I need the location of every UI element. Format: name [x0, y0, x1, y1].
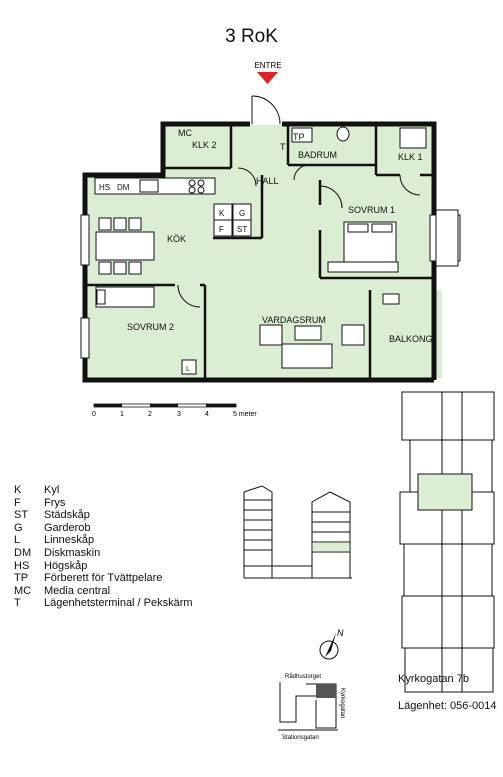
section-sketch: [243, 485, 352, 579]
scale-tick: 4: [205, 411, 209, 418]
label-sovrum2: SOVRUM 2: [127, 322, 174, 332]
label-hs: HS: [99, 183, 110, 192]
balcony-furniture: [382, 293, 400, 305]
label-tp: TP: [293, 132, 305, 142]
scale-tick: 3: [177, 411, 181, 418]
scale-tick: 1: [120, 411, 124, 418]
kitchen-counter: [94, 177, 216, 195]
apartment-number: Lägenhet: 056-0014: [398, 700, 497, 712]
label-f: F: [219, 225, 224, 234]
scale-tick: 5 meter: [233, 411, 257, 418]
entrance-label: ENTRE: [254, 61, 281, 70]
address: Kyrkogatan 7b: [398, 673, 469, 685]
sofa-group: [259, 324, 365, 369]
label-t: T: [280, 142, 286, 152]
label-l: L: [186, 366, 190, 373]
linen-cabinet: [181, 359, 197, 375]
windows: [80, 209, 461, 359]
label-sovrum1: SOVRUM 1: [348, 205, 395, 215]
street-top: Rådhustorget: [285, 673, 321, 680]
interior-walls: [85, 124, 434, 378]
scale-tick: 2: [148, 411, 152, 418]
room-labels: MC KLK 2 TP BADRUM T KLK 1 HALL HS DM KÖ…: [99, 128, 433, 373]
compass-icon: N: [319, 628, 344, 660]
street-bottom: Stationsgatan: [282, 735, 319, 741]
bed-sovrum-1: [327, 221, 399, 273]
scale-tick: 0: [92, 411, 96, 418]
label-klk1: KLK 1: [398, 152, 423, 162]
label-kok: KÖK: [167, 234, 186, 244]
label-klk2: KLK 2: [192, 140, 217, 150]
label-vardagsrum: VARDAGSRUM: [262, 315, 326, 325]
label-st: ST: [237, 225, 247, 234]
label-hall: HALL: [256, 176, 279, 186]
label-dm: DM: [117, 183, 130, 192]
scale-bar: [93, 403, 237, 408]
dining-table: [95, 217, 155, 275]
plan-title: 3 RoK: [225, 26, 278, 47]
label-mc: MC: [178, 128, 192, 138]
label-badrum: BADRUM: [298, 150, 337, 160]
label-g: G: [239, 209, 245, 218]
label-balkong: BALKONG: [389, 334, 433, 344]
section-highlight: [311, 541, 351, 553]
bathroom-fixtures: [291, 126, 427, 149]
scale-ticks: 0 1 2 3 4 5 meter: [92, 411, 257, 418]
street-right: Kyrkogatan: [339, 688, 345, 718]
label-k: K: [219, 209, 225, 218]
key-plan-highlight: [417, 473, 473, 511]
kitchen-cabinets: [213, 203, 252, 237]
compass-north: N: [337, 628, 344, 638]
doors: [177, 95, 421, 308]
site-map-highlight: [316, 684, 336, 698]
building-key-plan: [399, 391, 495, 693]
entrance-arrow-icon: [257, 72, 278, 84]
bed-sovrum-2: [95, 286, 155, 308]
